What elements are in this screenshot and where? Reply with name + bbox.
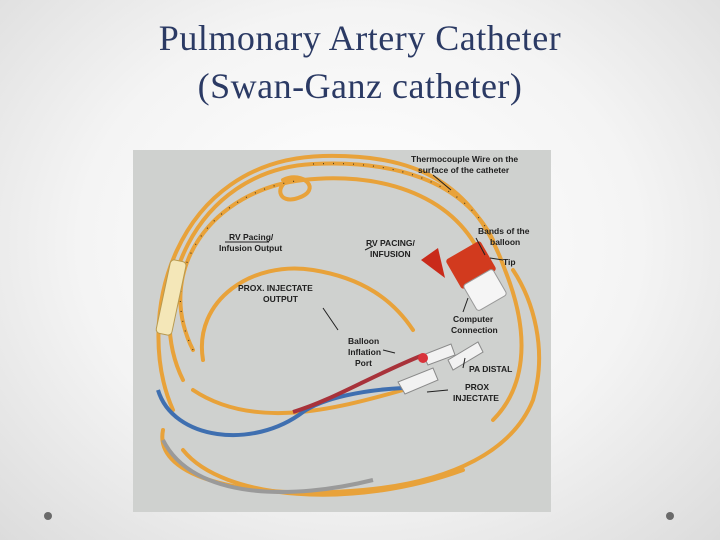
red-lumen bbox=[292, 353, 424, 414]
slide-title: Pulmonary Artery Catheter (Swan-Ganz cat… bbox=[0, 14, 720, 110]
label-prox-injectate-2: INJECTATE bbox=[453, 393, 499, 403]
catheter-markings bbox=[179, 162, 494, 351]
label-thermocouple-2: surface of the catheter bbox=[418, 165, 510, 175]
stopcock-hubs bbox=[397, 341, 484, 395]
leader-lines bbox=[225, 174, 504, 393]
label-balloon-2: Inflation bbox=[348, 347, 381, 357]
catheter-illustration: Thermocouple Wire on the surface of the … bbox=[155, 153, 542, 497]
blue-lumen bbox=[156, 386, 404, 438]
label-rv-pacing-output-1: RV Pacing/ bbox=[229, 232, 274, 242]
title-line-1: Pulmonary Artery Catheter bbox=[158, 18, 562, 58]
label-tip: Tip bbox=[503, 257, 516, 267]
computer-connector bbox=[421, 241, 507, 311]
label-prox-output-2: OUTPUT bbox=[263, 294, 299, 304]
clear-tube bbox=[161, 439, 374, 494]
label-balloon-1: Balloon bbox=[348, 336, 379, 346]
label-rv-pacing-infusion-1: RV PACING/ bbox=[366, 238, 415, 248]
label-prox-output-1: PROX. INJECTATE bbox=[238, 283, 313, 293]
label-computer-2: Connection bbox=[451, 325, 498, 335]
injectate-hub bbox=[155, 259, 187, 336]
label-balloon-3: Port bbox=[355, 358, 372, 368]
title-line-2: (Swan-Ganz catheter) bbox=[197, 66, 523, 106]
right-corner-dot bbox=[666, 512, 674, 520]
label-bands-2: balloon bbox=[490, 237, 520, 247]
label-rv-pacing-output-2: Infusion Output bbox=[219, 243, 282, 253]
label-rv-pacing-infusion-2: INFUSION bbox=[370, 249, 411, 259]
catheter-photo: Thermocouple Wire on the surface of the … bbox=[133, 150, 551, 512]
label-computer-1: Computer bbox=[453, 314, 494, 324]
label-pa-distal: PA DISTAL bbox=[469, 364, 512, 374]
label-bands-1: Bands of the bbox=[478, 226, 530, 236]
label-prox-injectate-1: PROX bbox=[465, 382, 489, 392]
left-corner-dot bbox=[44, 512, 52, 520]
label-thermocouple-1: Thermocouple Wire on the bbox=[411, 154, 518, 164]
